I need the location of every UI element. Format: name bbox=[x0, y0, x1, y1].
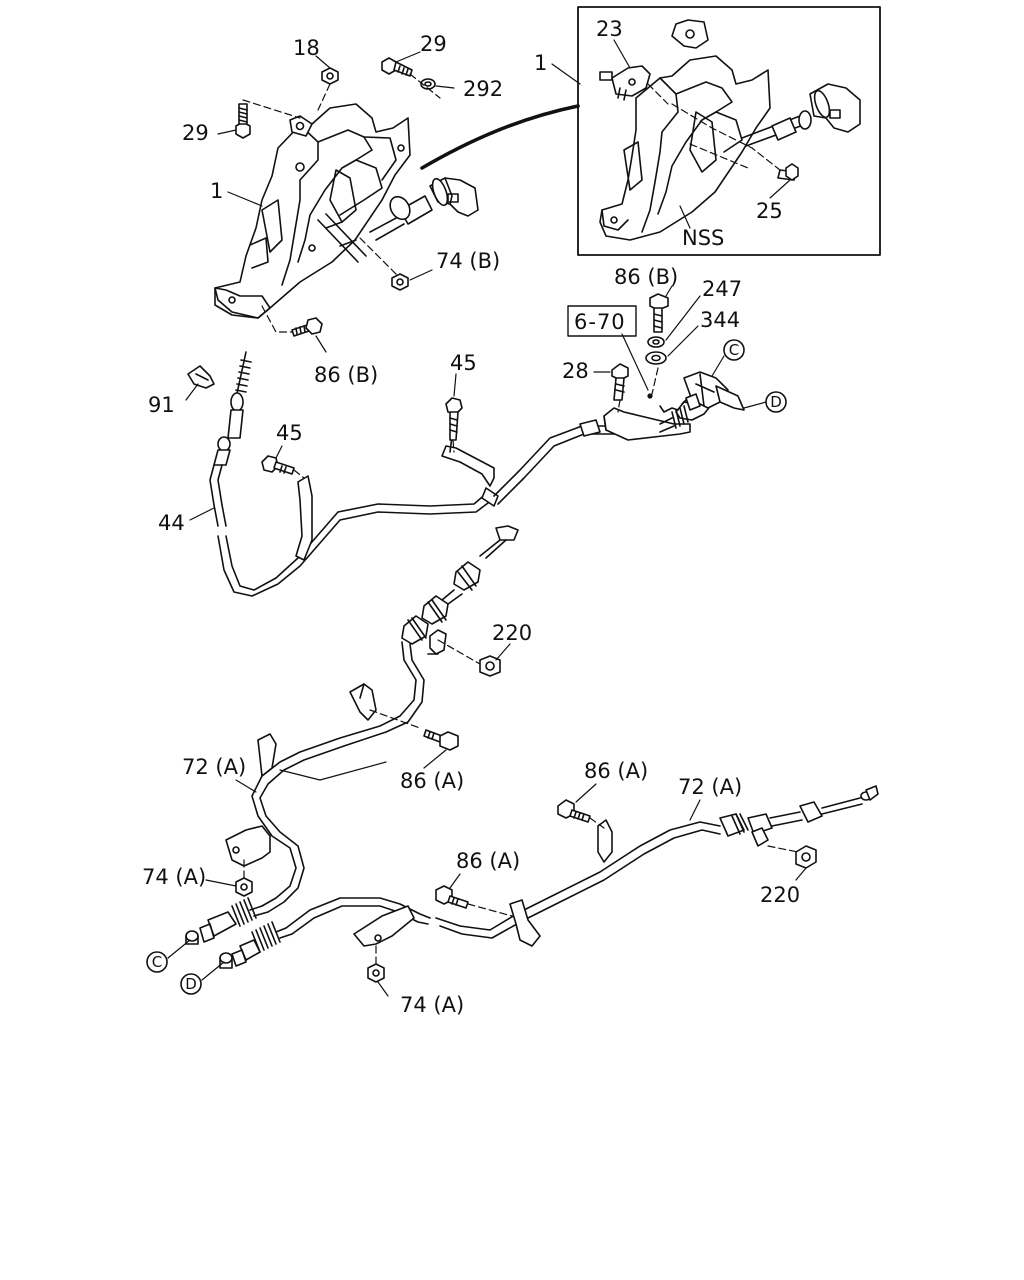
label-1-inset: 1 bbox=[534, 51, 547, 75]
circle-marker-c-bottom bbox=[146, 951, 168, 973]
label-28: 28 bbox=[562, 359, 589, 383]
label-74a-left: 74 (A) bbox=[142, 865, 206, 889]
bolt-86a-right bbox=[557, 799, 591, 823]
cable-72a-right bbox=[285, 785, 879, 947]
reference-box-6-70 bbox=[567, 305, 637, 337]
washer-344 bbox=[645, 351, 667, 365]
label-6-70: 6-70 bbox=[574, 310, 626, 334]
label-220-lower: 220 bbox=[760, 883, 800, 907]
label-23: 23 bbox=[596, 17, 623, 41]
label-nss: NSS bbox=[682, 226, 724, 250]
label-86a-mid: 86 (A) bbox=[400, 769, 464, 793]
label-44: 44 bbox=[158, 511, 185, 535]
bracket-86a-mid bbox=[349, 683, 377, 721]
label-d-bottom: D bbox=[185, 975, 197, 993]
label-45-lower: 45 bbox=[276, 421, 303, 445]
label-c-top: C bbox=[729, 341, 739, 359]
bolt-86a-low bbox=[435, 885, 469, 909]
label-45-upper: 45 bbox=[450, 351, 477, 375]
label-86a-low: 86 (A) bbox=[456, 849, 520, 873]
label-220-upper: 220 bbox=[492, 621, 532, 645]
label-247: 247 bbox=[702, 277, 742, 301]
clip-91 bbox=[187, 365, 215, 389]
spring-end-c bbox=[185, 897, 269, 945]
equalizer-spring bbox=[659, 405, 689, 433]
nut-74a-bottom bbox=[367, 963, 385, 983]
lever-assembly-main bbox=[214, 103, 479, 319]
label-91: 91 bbox=[148, 393, 175, 417]
label-86a-right: 86 (A) bbox=[584, 759, 648, 783]
equalizer-bracket bbox=[603, 371, 745, 441]
label-74a-bottom: 74 (A) bbox=[400, 993, 464, 1017]
label-18: 18 bbox=[293, 36, 320, 60]
inset-pointer-arc bbox=[420, 104, 580, 170]
label-86b-lower: 86 (B) bbox=[314, 363, 378, 387]
part-labels: 18 29 292 29 1 74 (B) 86 (B) 91 44 45 45… bbox=[142, 17, 800, 1017]
circle-marker-c-top bbox=[723, 339, 745, 361]
circle-marker-d-top bbox=[765, 391, 787, 413]
nut-74a-left bbox=[235, 877, 253, 897]
label-29-left: 29 bbox=[182, 121, 209, 145]
label-25: 25 bbox=[756, 199, 783, 223]
label-292: 292 bbox=[463, 77, 503, 101]
leader-lines bbox=[167, 39, 807, 997]
inset-nss-box bbox=[577, 6, 881, 256]
spring-end-d bbox=[219, 921, 293, 969]
nut-220-lower bbox=[795, 845, 817, 869]
label-1-main: 1 bbox=[210, 179, 223, 203]
fastener-29-bolt-left bbox=[235, 103, 251, 139]
label-72a-left: 72 (A) bbox=[182, 755, 246, 779]
bolt-86b-upper bbox=[649, 293, 669, 333]
bolt-28 bbox=[611, 363, 629, 401]
label-29-upper: 29 bbox=[420, 32, 447, 56]
cable-72a-left bbox=[225, 525, 519, 913]
label-c-bottom: C bbox=[152, 953, 162, 971]
bolt-45-lower bbox=[261, 455, 295, 475]
circle-marker-d-bottom bbox=[180, 973, 202, 995]
bolt-86a-mid bbox=[423, 729, 459, 751]
label-74b: 74 (B) bbox=[436, 249, 500, 273]
washer-247 bbox=[647, 336, 665, 348]
nut-220-upper bbox=[479, 655, 501, 677]
label-72a-right: 72 (A) bbox=[678, 775, 742, 799]
fastener-18-nut bbox=[321, 67, 339, 85]
cable-44 bbox=[209, 351, 661, 597]
fastener-86b-bolt-lower bbox=[291, 317, 323, 337]
label-344: 344 bbox=[700, 308, 740, 332]
fastener-29-bolt-upper bbox=[381, 57, 413, 77]
fastener-74b-nut bbox=[391, 273, 409, 291]
label-86b-upper: 86 (B) bbox=[614, 265, 678, 289]
bolt-45-upper bbox=[445, 397, 463, 441]
label-d-top: D bbox=[770, 393, 782, 411]
